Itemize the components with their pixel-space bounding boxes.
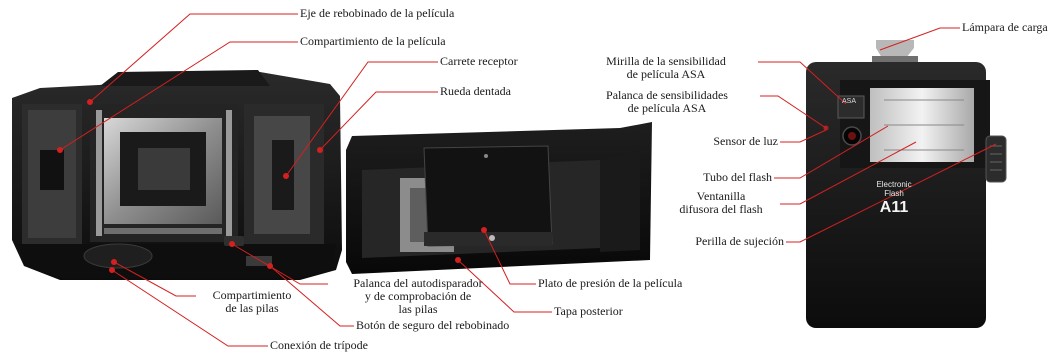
label-ventanilla: Ventanilla difusora del flash xyxy=(664,190,778,216)
label-palanca-auto-line2: y de comprobación de xyxy=(364,289,472,303)
leader-perilla xyxy=(786,143,997,243)
label-comp-pilas-line1: Compartimiento xyxy=(212,288,292,302)
leader-lampara xyxy=(879,27,960,51)
label-tubo-flash: Tubo del flash xyxy=(703,170,772,184)
leader-tripode xyxy=(111,269,268,347)
label-tapa-posterior: Tapa posterior xyxy=(554,304,623,318)
leader-rueda-dentada xyxy=(319,91,438,151)
label-carrete-receptor: Carrete receptor xyxy=(440,54,518,68)
back-door xyxy=(346,122,652,274)
leader-tubo xyxy=(774,125,889,179)
leader-palanca-auto xyxy=(231,243,328,285)
leader-tapa xyxy=(457,259,552,313)
leader-lines xyxy=(59,13,997,347)
leader-compartimiento-pelicula xyxy=(59,41,298,151)
camera-body xyxy=(12,70,342,280)
label-compartimiento-pilas: Compartimiento de las pilas xyxy=(196,289,308,315)
label-mirilla: Mirilla de la sensibilidad de película A… xyxy=(576,55,756,81)
label-mirilla-line1: Mirilla de la sensibilidad xyxy=(606,54,726,68)
label-rueda-dentada: Rueda dentada xyxy=(440,84,511,98)
leader-comp-pilas xyxy=(113,261,196,297)
label-perilla-sujecion: Perilla de sujeción xyxy=(695,234,784,248)
label-eje-rebobinado: Eje de rebobinado de la película xyxy=(300,6,455,20)
label-palanca-autodisparador: Palanca del autodisparador y de comproba… xyxy=(330,277,506,316)
leader-palanca-sens xyxy=(760,95,827,129)
leader-mirilla xyxy=(758,61,847,105)
label-ventanilla-line2: difusora del flash xyxy=(679,202,763,216)
leader-carrete-receptor xyxy=(285,61,438,177)
label-conexion-tripode: Conexión de trípode xyxy=(270,338,368,352)
asa-tag: ASA xyxy=(842,98,857,105)
label-lampara-carga: Lámpara de carga xyxy=(962,20,1048,34)
label-palanca-auto-line1: Palanca del autodisparador xyxy=(353,276,483,290)
leader-eje-rebobinado xyxy=(89,13,298,103)
label-plato-presion: Plato de presión de la película xyxy=(538,276,683,290)
label-palanca-auto-line3: las pilas xyxy=(398,302,438,316)
leader-plato xyxy=(483,229,536,285)
label-sensor-luz: Sensor de luz xyxy=(713,134,778,148)
flash-brand: Electronic Flash xyxy=(872,180,916,198)
label-boton-seguro: Botón de seguro del rebobinado xyxy=(356,318,510,332)
flash-model: A11 xyxy=(879,199,909,216)
flash-brand-line1: Electronic xyxy=(876,180,912,189)
label-ventanilla-line1: Ventanilla xyxy=(696,189,746,203)
label-palanca-sensibilidades: Palanca de sensibilidades de película AS… xyxy=(576,89,758,115)
label-mirilla-line2: de película ASA xyxy=(626,67,706,81)
leader-ventanilla xyxy=(780,141,917,205)
label-compartimiento-pelicula: Compartimiento de la película xyxy=(300,34,446,48)
label-comp-pilas-line2: de las pilas xyxy=(225,301,279,315)
point-markers xyxy=(57,99,487,273)
label-palanca-sens-line1: Palanca de sensibilidades xyxy=(606,88,728,102)
leader-boton xyxy=(269,265,354,327)
flash-brand-line2: Flash xyxy=(884,189,904,198)
leader-sensor xyxy=(780,129,827,143)
label-palanca-sens-line2: de película ASA xyxy=(627,101,707,115)
flash-unit xyxy=(806,40,1007,328)
